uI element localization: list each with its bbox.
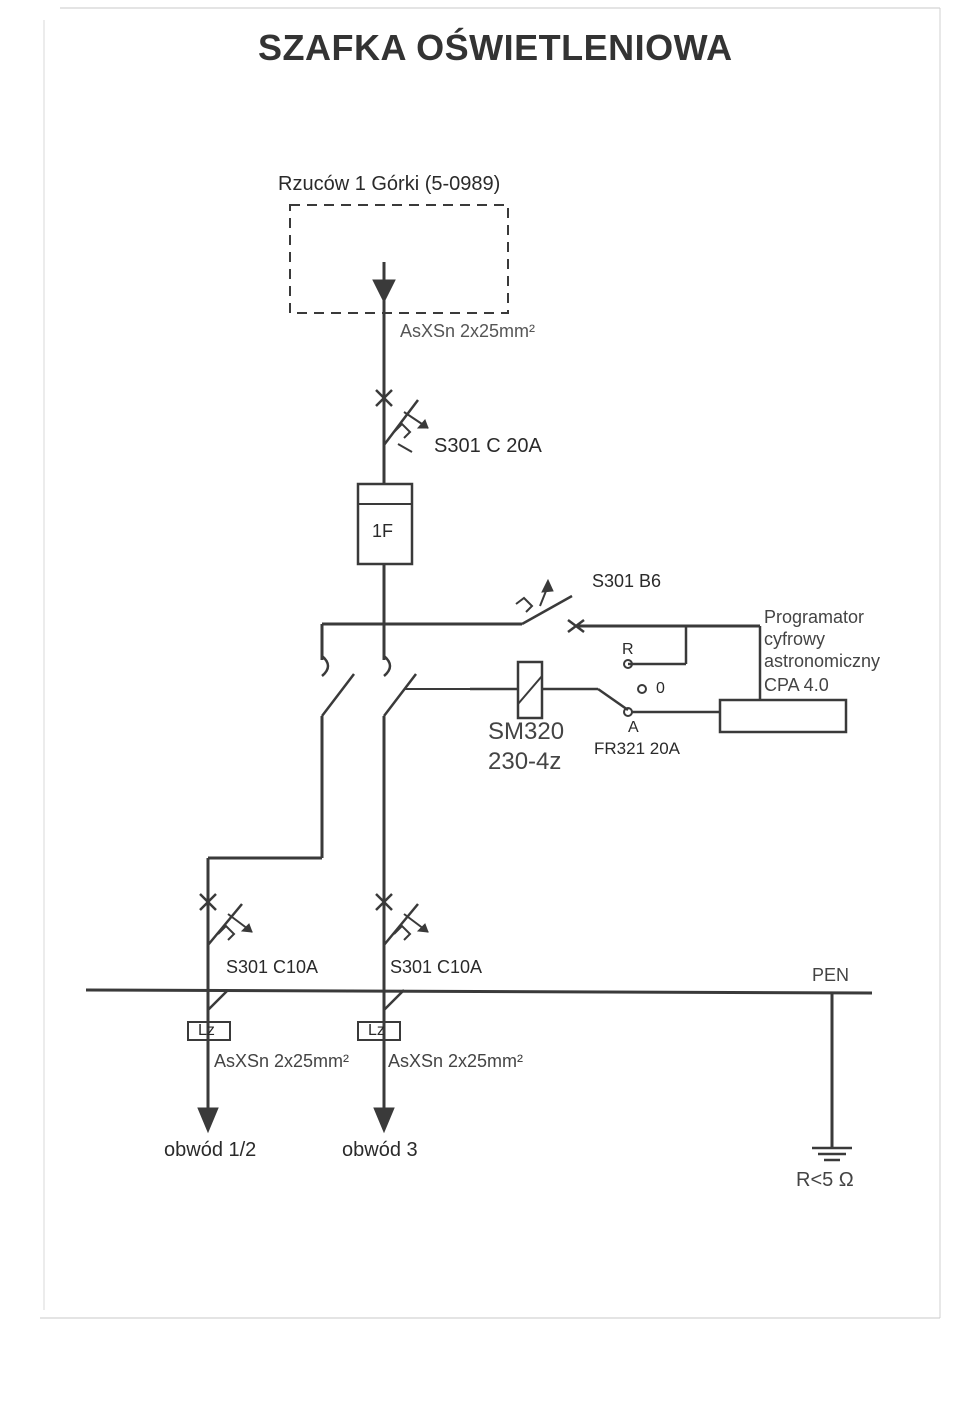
pen-bus <box>85 988 873 995</box>
page-title: SZAFKA OŚWIETLENIOWA <box>258 27 733 68</box>
main-breaker-thermal <box>393 422 412 439</box>
lz-right-label: Lz <box>368 1022 385 1039</box>
main-breaker-x2 <box>375 389 393 407</box>
breaker-right-label: S301 C10A <box>390 957 483 977</box>
breaker-right-blade <box>383 903 419 946</box>
main-breaker-label: S301 C 20A <box>434 435 542 457</box>
contact-left-blade <box>321 673 355 717</box>
programmer-label-1: Programator <box>764 607 865 627</box>
switch-a-label: A <box>628 719 639 736</box>
breaker-left-blade <box>207 903 243 946</box>
programmer-box <box>718 698 848 734</box>
pen-tap-left <box>207 989 229 1011</box>
cable-right-label: AsXSn 2x25mm² <box>388 1051 524 1071</box>
programmer-label-4: CPA 4.0 <box>764 675 829 695</box>
earth-resistance-label: R<5 Ω <box>796 1169 854 1191</box>
switch-contact-r <box>623 659 633 669</box>
control-breaker-thermal <box>515 596 534 613</box>
cable-left-label: AsXSn 2x25mm² <box>214 1051 350 1071</box>
breaker-right-trip-arrow <box>416 923 429 933</box>
circuit-right-label: obwód 3 <box>342 1139 418 1161</box>
breaker-right-x2 <box>375 893 393 911</box>
breaker-left-x2 <box>199 893 217 911</box>
contact-left-arc <box>321 655 330 677</box>
main-breaker-trip-arrow <box>416 419 429 429</box>
main-breaker-tick <box>397 443 413 453</box>
source-box <box>289 204 509 314</box>
switch-0-label: 0 <box>656 680 665 697</box>
switch-blade <box>597 687 629 712</box>
breaker-right-thermal <box>393 924 412 941</box>
breaker-left-trip-arrow <box>240 923 253 933</box>
circuit-left-label: obwód 1/2 <box>164 1139 257 1161</box>
contactor-label-2: 230-4z <box>488 748 562 775</box>
switch-r-label: R <box>622 641 634 658</box>
programmer-label-2: cyfrowy <box>764 629 826 649</box>
lz-box-left <box>187 1021 231 1041</box>
fuse-label: 1F <box>372 521 394 541</box>
pen-tap-right <box>383 989 405 1011</box>
source-label: Rzuców 1 Górki (5-0989) <box>278 173 501 195</box>
output-arrow-right <box>373 1107 395 1134</box>
breaker-left-thermal <box>217 924 236 941</box>
supply-arrowhead <box>372 279 396 304</box>
lz-left-label: Lz <box>198 1022 215 1039</box>
control-breaker-blade <box>521 594 573 626</box>
switch-contact-0 <box>637 684 647 694</box>
programmer-label-3: astronomiczny <box>764 651 881 671</box>
output-arrow-left <box>197 1107 219 1134</box>
contactor-label-1: SM320 <box>488 718 565 745</box>
coil-diag <box>517 675 543 705</box>
control-breaker-label: S301 B6 <box>592 571 662 591</box>
control-breaker-trip-arrow <box>541 578 554 593</box>
supply-cable-label: AsXSn 2x25mm² <box>400 321 536 341</box>
main-breaker-blade <box>383 399 419 446</box>
contact-right-arc <box>383 655 392 677</box>
lz-box-right <box>357 1021 401 1041</box>
contact-right-blade <box>383 673 417 717</box>
breaker-left-label: S301 C10A <box>226 957 319 977</box>
pen-label: PEN <box>812 965 850 985</box>
switch-model-label: FR321 20A <box>594 739 680 758</box>
